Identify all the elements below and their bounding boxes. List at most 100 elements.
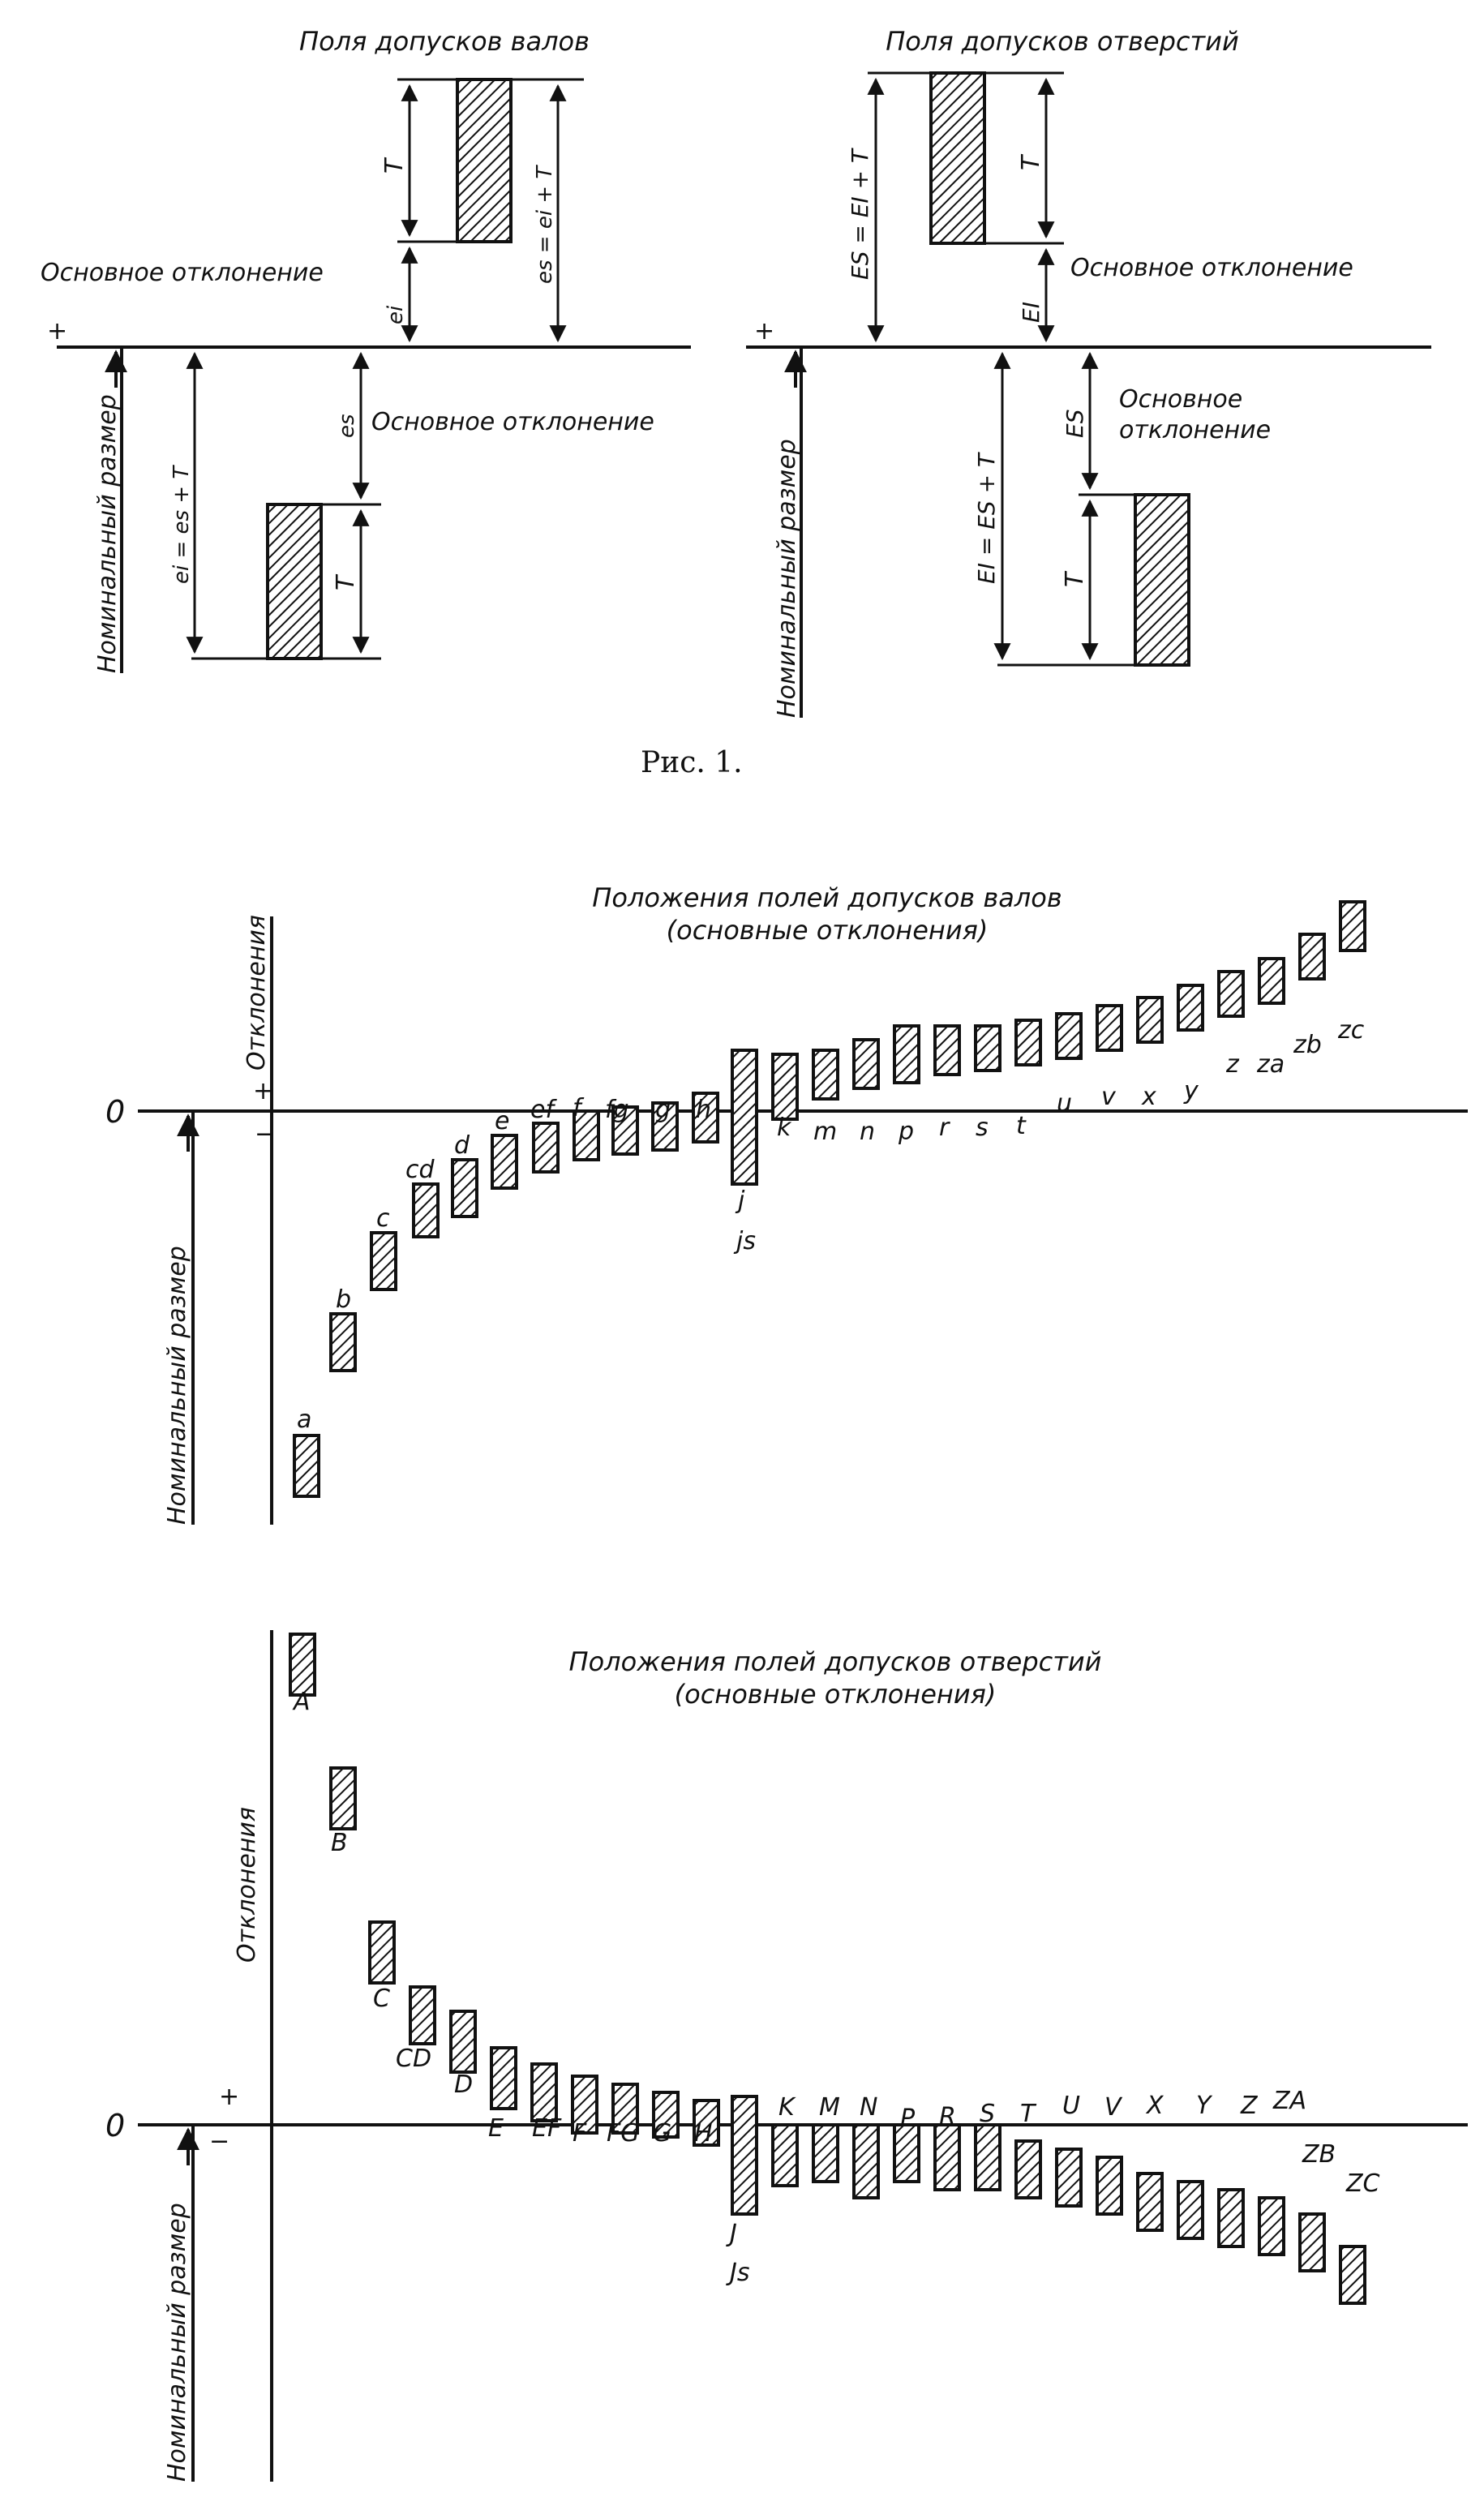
hole-zone-label-Y: Y bbox=[1196, 2092, 1213, 2120]
hole-zone-label-C: C bbox=[373, 1985, 390, 2013]
shaft-zone-label-ef: ef bbox=[530, 1096, 557, 1124]
figure1-holes-panel: + Номинальный размер Поля допусков отвер… bbox=[746, 26, 1431, 718]
hole-positions-title: Положения полей допусков отверстий bbox=[569, 1646, 1102, 1677]
shaft-zone-y bbox=[1217, 970, 1245, 1018]
shaft-zone-label-y: y bbox=[1183, 1077, 1199, 1105]
hole-zone-label-CD: CD bbox=[396, 2045, 431, 2073]
hole-zone-V bbox=[1136, 2172, 1164, 2232]
es-lower-label: es bbox=[335, 414, 359, 438]
shaft-zone-label-u: u bbox=[1057, 1089, 1072, 1118]
basic-deviation-lower-label: Основное отклонение bbox=[371, 408, 654, 436]
shaft-zone-e bbox=[491, 1134, 518, 1190]
lower-tolerance-label: T bbox=[1061, 570, 1089, 587]
shaft-zone-label-a: a bbox=[297, 1405, 311, 1434]
shaft-zone-label-e: e bbox=[495, 1107, 509, 1135]
hole-zone-label-S: S bbox=[980, 2100, 995, 2128]
shaft-positions-subtitle: (основные отклонения) bbox=[667, 915, 989, 946]
shaft-zone-label-za: za bbox=[1256, 1050, 1285, 1079]
hole-zone-label-V: V bbox=[1104, 2093, 1123, 2122]
shaft-zone-label-n: n bbox=[860, 1118, 875, 1146]
shaft-zone-label-js: js bbox=[733, 1227, 756, 1255]
es-lower-label: ES bbox=[1062, 410, 1088, 438]
hole-zone-label-Js: Js bbox=[726, 2259, 749, 2287]
hole-zone-J bbox=[731, 2095, 758, 2216]
hole-zone-P bbox=[933, 2123, 961, 2191]
figure1-shafts-panel: + Номинальный размер Поля допусков валов… bbox=[41, 26, 691, 673]
hole-zone-label-ZB: ZB bbox=[1302, 2140, 1336, 2169]
shaft-zone-cd bbox=[412, 1182, 440, 1238]
hole-zone-label-A: A bbox=[292, 1688, 311, 1716]
ei-lower-label: ei = es + T bbox=[169, 465, 194, 584]
basic-deviation-upper-label: Основное отклонение bbox=[1070, 254, 1353, 282]
hole-zone-CD bbox=[409, 1985, 436, 2045]
shaft-zone-v bbox=[1136, 996, 1164, 1044]
shaft-zone-x bbox=[1177, 984, 1204, 1032]
basic-deviation-lower-label-2: отклонение bbox=[1119, 416, 1271, 444]
shaft-zone-r bbox=[974, 1024, 1001, 1072]
shaft-zone-j bbox=[731, 1049, 758, 1186]
shaft-zone-b bbox=[329, 1312, 357, 1372]
hole-zone-label-ZA: ZA bbox=[1272, 2087, 1306, 2115]
figure-caption: Рис. 1. bbox=[641, 746, 743, 779]
plus-sign: + bbox=[253, 1077, 273, 1105]
hole-zone-ZB bbox=[1339, 2245, 1366, 2305]
hole-zone-S bbox=[1014, 2139, 1042, 2199]
shaft-zone-a bbox=[293, 1434, 320, 1498]
shaft-zone-zb bbox=[1339, 900, 1366, 952]
shaft-zone-label-k: k bbox=[777, 1114, 792, 1142]
basic-deviation-lower-label-1: Основное bbox=[1119, 385, 1242, 414]
hole-zone-label-ZC: ZC bbox=[1345, 2169, 1380, 2198]
zero-label: 0 bbox=[105, 2108, 125, 2143]
shaft-zone-label-d: d bbox=[454, 1131, 470, 1160]
hole-zone-label-F: F bbox=[573, 2119, 587, 2148]
upper-hole-zone bbox=[929, 71, 986, 245]
hole-zone-label-N: N bbox=[860, 2093, 877, 2122]
hole-zone-Z bbox=[1258, 2196, 1285, 2256]
shaft-zone-d bbox=[451, 1158, 478, 1218]
hole-zone-label-Z: Z bbox=[1240, 2092, 1259, 2120]
hole-zone-R bbox=[974, 2123, 1001, 2191]
shafts-title: Поля допусков валов bbox=[299, 26, 590, 57]
hole-zone-N bbox=[893, 2123, 920, 2183]
minus-sign: − bbox=[209, 2127, 229, 2156]
shaft-zone-label-s: s bbox=[976, 1114, 989, 1142]
shaft-zone-u bbox=[1096, 1004, 1123, 1052]
plus-sign: + bbox=[754, 317, 774, 345]
hole-zone-T bbox=[1055, 2148, 1083, 2208]
shaft-positions-panel: Положения полей допусков валов (основные… bbox=[105, 882, 1468, 1525]
shaft-zone-g bbox=[651, 1101, 679, 1152]
hole-zone-label-P: P bbox=[900, 2105, 916, 2133]
shaft-zone-label-v: v bbox=[1101, 1083, 1117, 1111]
shaft-zone-fg bbox=[611, 1105, 639, 1156]
nominal-size-label: Номинальный размер bbox=[163, 2203, 191, 2482]
shaft-zone-label-j: j bbox=[735, 1186, 745, 1215]
shaft-zone-c bbox=[370, 1231, 397, 1291]
hole-zone-label-H: H bbox=[694, 2119, 713, 2148]
shaft-zone-n bbox=[893, 1024, 920, 1084]
y-axis-label: Отклонения bbox=[233, 1807, 261, 1963]
zero-label: 0 bbox=[105, 1094, 125, 1130]
nominal-size-label: Номинальный размер bbox=[93, 394, 122, 673]
shaft-zone-label-g: g bbox=[655, 1096, 671, 1124]
shaft-zone-js bbox=[771, 1053, 799, 1121]
ei-label: ei bbox=[384, 305, 408, 324]
hole-zone-label-FG: FG bbox=[607, 2119, 640, 2148]
shaft-zone-label-z: z bbox=[1225, 1050, 1240, 1079]
hole-zone-ZA bbox=[1298, 2212, 1326, 2272]
shaft-zone-label-t: t bbox=[1016, 1112, 1027, 1140]
basic-deviation-upper-label: Основное отклонение bbox=[41, 259, 324, 287]
upper-tolerance-label: T bbox=[380, 157, 409, 174]
shaft-zone-za bbox=[1298, 933, 1326, 981]
hole-zone-label-E: E bbox=[488, 2114, 504, 2143]
shaft-positions-title: Положения полей допусков валов bbox=[592, 882, 1062, 913]
hole-zone-M bbox=[852, 2123, 880, 2199]
lower-hole-zone bbox=[1134, 493, 1190, 667]
shaft-zone-label-fg: fg bbox=[605, 1096, 629, 1124]
hole-zone-label-D: D bbox=[454, 2070, 473, 2099]
upper-tolerance-label: T bbox=[1017, 153, 1045, 170]
hole-zone-label-X: X bbox=[1145, 2092, 1164, 2120]
shaft-zone-label-x: x bbox=[1141, 1083, 1156, 1111]
hole-zone-H bbox=[693, 2099, 720, 2147]
